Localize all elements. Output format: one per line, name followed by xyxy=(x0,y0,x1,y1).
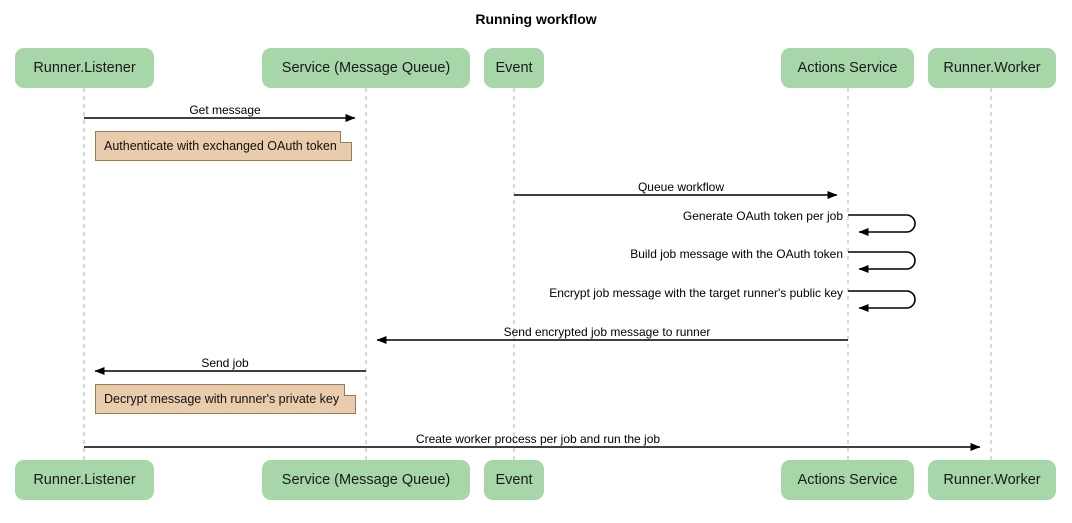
participant-label: Runner.Listener xyxy=(33,60,136,76)
participant-label: Service (Message Queue) xyxy=(281,472,451,488)
message-label-get-message: Get message xyxy=(189,103,261,117)
participant-event-bottom[interactable]: Event xyxy=(484,460,544,500)
note-fold-corner-icon xyxy=(344,384,356,396)
participant-label: Runner.Worker xyxy=(943,60,1041,76)
participant-service-message-queue-top[interactable]: Service (Message Queue) xyxy=(262,48,470,88)
message-label-encrypt-job-message-with-the-target-runners-public-key: Encrypt job message with the target runn… xyxy=(549,286,843,300)
note-authenticate-with-exchanged-oauth-token: Authenticate with exchanged OAuth token xyxy=(95,131,352,161)
participant-service-message-queue-bottom[interactable]: Service (Message Queue) xyxy=(262,460,470,500)
lifelines-group xyxy=(83,88,992,460)
participant-runner-worker-bottom[interactable]: Runner.Worker xyxy=(928,460,1056,500)
participant-label: Event xyxy=(495,60,533,76)
participant-runner-listener-bottom[interactable]: Runner.Listener xyxy=(15,460,154,500)
page-title: Running workflow xyxy=(475,11,597,27)
participant-label: Service (Message Queue) xyxy=(281,60,451,76)
participant-actions-service-bottom[interactable]: Actions Service xyxy=(781,460,914,500)
self-message-build-job-message-with-the-oauth-token xyxy=(848,251,916,273)
self-message-generate-oauth-token-per-job xyxy=(848,214,916,236)
message-label-send-encrypted-job-message-to-runner: Send encrypted job message to runner xyxy=(503,325,711,339)
message-arrows-group xyxy=(84,114,981,451)
self-message-encrypt-job-message-with-the-target-runners-public-key xyxy=(848,290,916,312)
participant-event-top[interactable]: Event xyxy=(484,48,544,88)
message-label-create-worker-process-per-job-and-run-the-job: Create worker process per job and run th… xyxy=(415,432,661,446)
participant-label: Actions Service xyxy=(797,472,898,488)
participant-runner-worker-top[interactable]: Runner.Worker xyxy=(928,48,1056,88)
note-decrypt-message-with-runners-private-key: Decrypt message with runner's private ke… xyxy=(95,384,356,414)
message-label-generate-oauth-token-per-job: Generate OAuth token per job xyxy=(682,209,843,223)
participant-label: Runner.Listener xyxy=(33,472,136,488)
message-label-build-job-message-with-the-oauth-token: Build job message with the OAuth token xyxy=(630,247,843,261)
participant-label: Actions Service xyxy=(797,60,898,76)
participant-runner-listener-top[interactable]: Runner.Listener xyxy=(15,48,154,88)
message-label-send-job: Send job xyxy=(201,356,249,370)
note-label: Decrypt message with runner's private ke… xyxy=(104,392,340,406)
participant-actions-service-top[interactable]: Actions Service xyxy=(781,48,914,88)
note-fold-corner-icon xyxy=(340,131,352,143)
participant-label: Event xyxy=(495,472,533,488)
participant-label: Runner.Worker xyxy=(943,472,1041,488)
note-label: Authenticate with exchanged OAuth token xyxy=(104,139,337,153)
message-label-queue-workflow: Queue workflow xyxy=(637,180,725,194)
